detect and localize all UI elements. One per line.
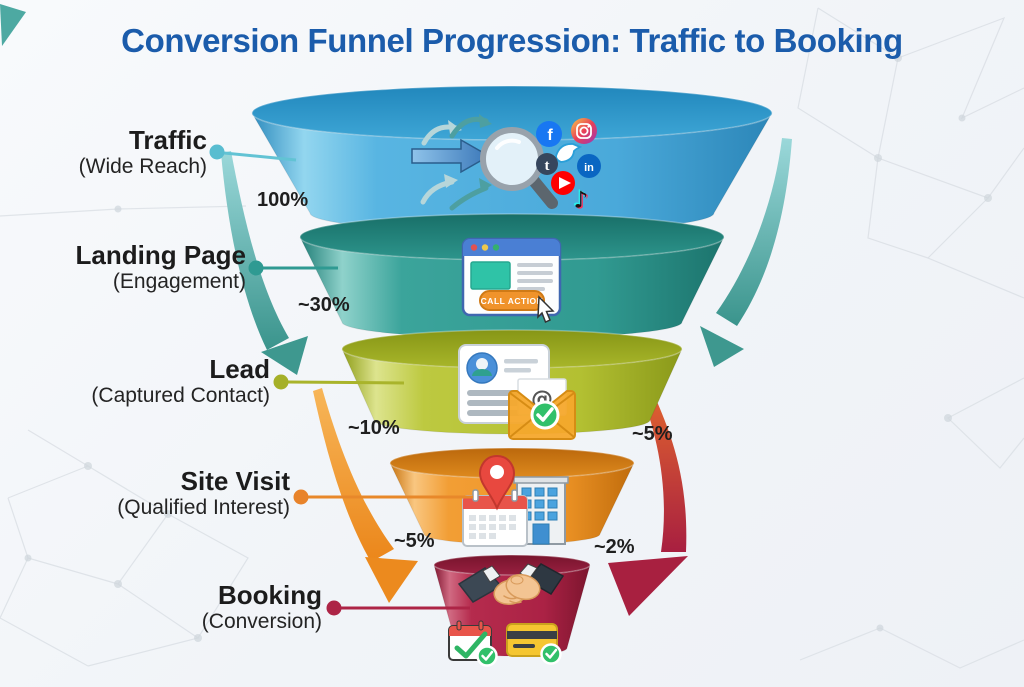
svg-text:t: t: [545, 158, 550, 174]
card-check-icon: [506, 623, 562, 665]
stage-subtitle: (Wide Reach): [78, 155, 207, 179]
check-icon: [530, 400, 560, 430]
percent-label-site-visit-right: ~5%: [632, 423, 673, 445]
svg-text:f: f: [547, 127, 553, 144]
stage-name: Landing Page: [75, 240, 246, 270]
tumblr-icon: t: [536, 153, 558, 175]
location-pin-icon: [478, 454, 516, 511]
svg-text:♪: ♪: [575, 189, 590, 215]
stage-label-lead: Lead (Captured Contact): [91, 355, 270, 408]
svg-text:in: in: [584, 162, 594, 174]
funnel-stage-site-visit: [389, 447, 635, 547]
stage-subtitle: (Engagement): [112, 270, 246, 294]
corner-accent: [0, 4, 26, 46]
calendar-check-icon: [448, 620, 498, 667]
funnel-stage-traffic: f t in ♪ ♪ ♪: [251, 85, 773, 233]
percent-label-landing-page: ~30%: [298, 294, 350, 316]
percent-label-booking-right: ~2%: [594, 536, 635, 558]
handshake-icon: [457, 563, 565, 606]
twitter-icon: [555, 143, 583, 163]
page-title: Conversion Funnel Progression: Traffic t…: [121, 22, 903, 59]
flow-arrow-right-red: [608, 386, 688, 616]
cursor-icon: [537, 295, 555, 324]
funnel-stage-lead: @: [341, 329, 683, 440]
stage-label-traffic: Traffic (Wide Reach): [79, 126, 207, 179]
tiktok-icon: ♪ ♪ ♪: [572, 186, 590, 215]
linkedin-icon: in: [577, 154, 601, 178]
flow-arrow-left-teal: [221, 151, 308, 375]
percent-label-site-visit-left: ~5%: [394, 530, 435, 552]
facebook-icon: f: [536, 121, 562, 147]
inflow-arrows-icon: [411, 114, 492, 211]
cta-button-label: CALL ACTION: [481, 296, 544, 306]
stage-label-booking: Booking (Conversion): [202, 581, 322, 634]
label-connectors: [209, 144, 473, 616]
percent-label-traffic: 100%: [257, 189, 309, 211]
flow-arrow-right-teal: [700, 138, 792, 367]
instagram-icon: [571, 118, 597, 144]
funnel-stage-booking: [433, 554, 591, 667]
flow-arrow-left-orange: [313, 388, 418, 603]
percent-label-lead: ~10%: [348, 417, 400, 439]
browser-window-icon: CALL ACTION: [461, 237, 562, 324]
stage-subtitle: (Captured Contact): [91, 384, 270, 408]
cta-button: CALL ACTION: [479, 290, 545, 311]
calendar-icon: [462, 489, 528, 547]
stage-name: Lead: [209, 354, 270, 384]
svg-text:♪: ♪: [572, 186, 587, 212]
stage-label-landing-page: Landing Page (Engagement): [76, 241, 246, 294]
funnel-stage-landing-page: CALL ACTION: [299, 213, 725, 339]
stage-name: Traffic: [128, 125, 207, 155]
youtube-icon: [551, 171, 575, 195]
stage-name: Booking: [218, 580, 322, 610]
stage-label-site-visit: Site Visit (Qualified Interest): [117, 467, 290, 520]
stage-name: Site Visit: [180, 466, 290, 496]
network-mesh-nodes: [24, 54, 992, 642]
stage-subtitle: (Qualified Interest): [117, 496, 290, 520]
svg-text:♪: ♪: [574, 188, 589, 214]
contact-card-icon: @: [458, 344, 576, 440]
email-at-icon: @: [508, 378, 576, 440]
stage-subtitle: (Conversion): [201, 610, 322, 634]
